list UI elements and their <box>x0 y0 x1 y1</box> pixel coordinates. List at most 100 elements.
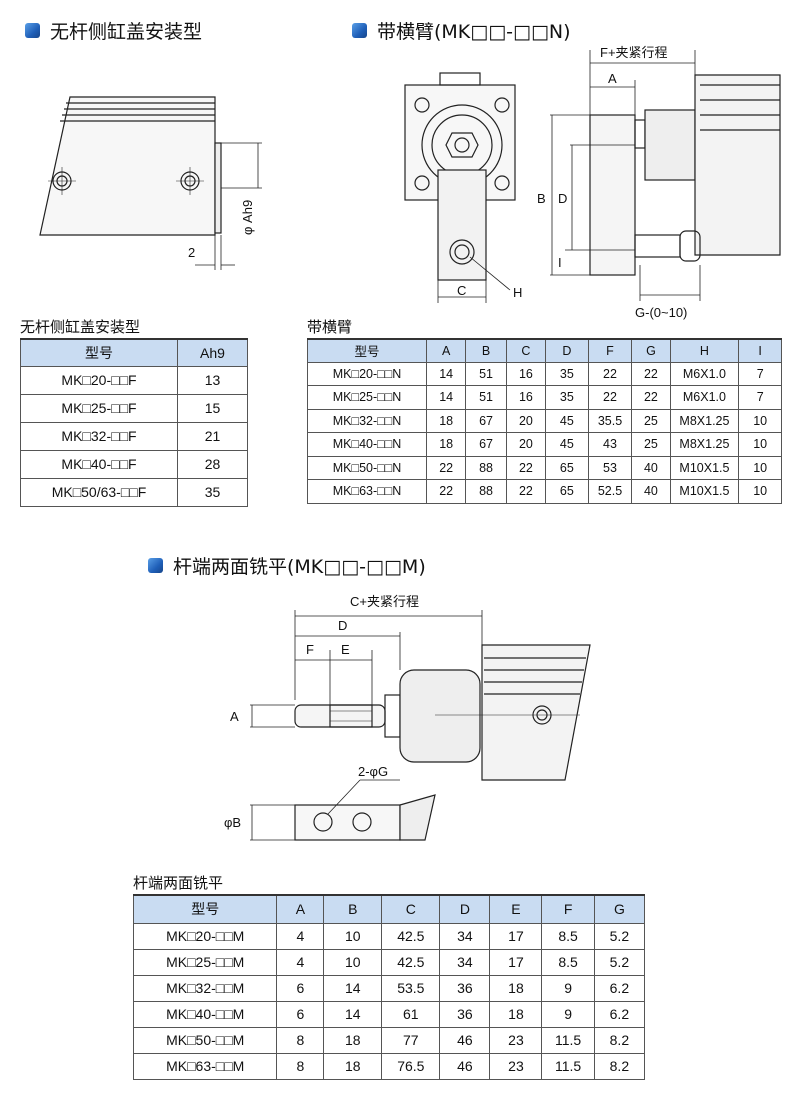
table-cell: 46 <box>439 1026 491 1054</box>
table-cell: M10X1.5 <box>669 479 740 504</box>
table-caption: 杆端两面铣平 <box>133 874 224 892</box>
table-cell: 10 <box>738 408 782 433</box>
table-cell: 34 <box>439 948 491 976</box>
table-cell: 76.5 <box>381 1052 441 1080</box>
table-cell: 67 <box>465 408 507 433</box>
table-cell: 8 <box>276 1026 325 1054</box>
table-cell: 13 <box>177 365 248 395</box>
column-header: E <box>489 894 543 924</box>
table-cell: MK□63-□□N <box>306 479 428 504</box>
table-cell: MK□40-□□F <box>20 449 178 479</box>
table-cell: MK□32-□□N <box>306 408 428 433</box>
column-header: B <box>323 894 383 924</box>
table-cell: 11.5 <box>541 1026 595 1054</box>
table-cell: 18 <box>426 432 467 457</box>
table-cell: 35 <box>545 361 589 386</box>
table-cell: MK□25-□□N <box>306 385 428 410</box>
table-cell: 23 <box>489 1052 543 1080</box>
column-header: I <box>738 338 782 363</box>
table-cell: 45 <box>545 432 589 457</box>
column-header: D <box>545 338 589 363</box>
table-cell: MK□63-□□M <box>132 1052 278 1080</box>
table-cell: 6.2 <box>593 1000 646 1028</box>
bullet-square-icon <box>25 23 40 38</box>
table-cell: 14 <box>323 1000 383 1028</box>
table-cell: MK□50/63-□□F <box>20 477 178 507</box>
column-header: C <box>505 338 547 363</box>
table-cell: 35.5 <box>587 408 633 433</box>
dim-label: D <box>338 618 347 633</box>
table-cell: 25 <box>631 432 671 457</box>
table-cell: 35 <box>177 477 248 507</box>
dim-label: 2-φG <box>358 764 388 779</box>
table-cell: 53.5 <box>381 974 441 1002</box>
table-cell: 61 <box>381 1000 441 1028</box>
table-cell: 18 <box>489 1000 543 1028</box>
table-cell: MK□25-□□F <box>20 393 178 423</box>
table-cell: 34 <box>439 922 491 950</box>
table-cell: M8X1.25 <box>669 432 740 457</box>
table-cell: 16 <box>505 385 547 410</box>
table-cell: 22 <box>631 361 671 386</box>
dim-label: G-(0~10) <box>635 305 687 320</box>
table-cell: 5.2 <box>593 922 646 950</box>
dim-label: φB <box>224 815 241 830</box>
table-cell: 18 <box>323 1052 383 1080</box>
dim-label: F+夹紧行程 <box>600 45 668 60</box>
table-cell: 65 <box>545 479 589 504</box>
table-cell: 18 <box>323 1026 383 1054</box>
column-header: C <box>381 894 441 924</box>
table-cell: 10 <box>738 432 782 457</box>
table-cell: MK□32-□□M <box>132 974 278 1002</box>
section-title: 带横臂(MK□□-□□N) <box>377 21 571 43</box>
table-cell: 21 <box>177 421 248 451</box>
column-header: 型号 <box>132 894 278 924</box>
table-cell: 8.2 <box>593 1052 646 1080</box>
table-cell: MK□50-□□M <box>132 1026 278 1054</box>
table-cell: 4 <box>276 948 325 976</box>
dim-label: F <box>306 642 314 657</box>
table-cell: 35 <box>545 385 589 410</box>
table-cell: 23 <box>489 1026 543 1054</box>
table-cell: M6X1.0 <box>669 385 740 410</box>
table-cell: 51 <box>465 361 507 386</box>
table-cell: 14 <box>323 974 383 1002</box>
table-cell: 77 <box>381 1026 441 1054</box>
table-cell: 88 <box>465 479 507 504</box>
dim-label: C <box>457 283 466 298</box>
column-header: H <box>669 338 740 363</box>
dim-label: D <box>558 191 567 206</box>
column-header: F <box>541 894 595 924</box>
table-cell: 16 <box>505 361 547 386</box>
column-header: F <box>587 338 633 363</box>
table-cell: 17 <box>489 948 543 976</box>
table-cell: M8X1.25 <box>669 408 740 433</box>
table-cell: 7 <box>738 385 782 410</box>
dim-label: H <box>513 285 522 300</box>
table-caption: 带横臂 <box>307 318 353 336</box>
column-header: D <box>439 894 491 924</box>
side-mount-drawing: 2 φ Ah9 <box>39 96 262 270</box>
table-cell: 4 <box>276 922 325 950</box>
table-cell: MK□32-□□F <box>20 421 178 451</box>
table-cell: 5.2 <box>593 948 646 976</box>
table-cell: M6X1.0 <box>669 361 740 386</box>
table-cell: 10 <box>738 455 782 480</box>
column-header: G <box>631 338 671 363</box>
table-cell: MK□40-□□M <box>132 1000 278 1028</box>
column-header: B <box>465 338 507 363</box>
bullet-square-icon <box>148 558 163 573</box>
column-header: G <box>593 894 646 924</box>
table-cell: MK□20-□□M <box>132 922 278 950</box>
